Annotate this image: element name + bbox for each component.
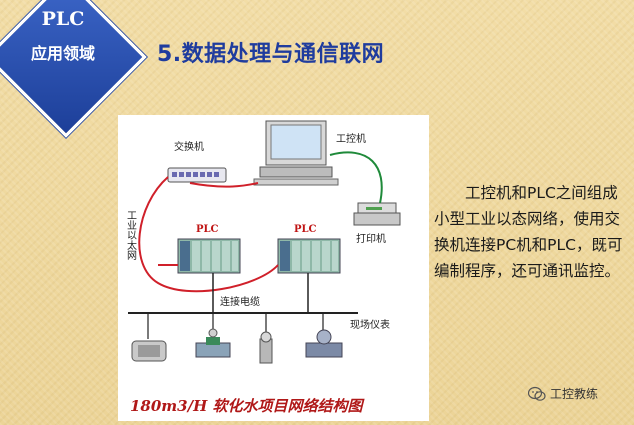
switch-ipc-line <box>189 182 259 188</box>
switch-label: 交换机 <box>174 140 204 153</box>
ethernet-line <box>138 176 279 293</box>
cable-label: 连接电缆 <box>220 295 260 308</box>
plc-1-label: PLC <box>196 224 219 235</box>
watermark-text: 工控教练 <box>550 387 599 401</box>
field-label: 现场仪表 <box>350 318 390 331</box>
instrument-valve <box>305 329 343 358</box>
plc-1-device <box>177 238 241 274</box>
printer-label: 打印机 <box>356 232 386 245</box>
badge-plc-text: PLC <box>41 8 85 30</box>
ipc-label: 工控机 <box>336 132 366 145</box>
ethernet-label: 工业以太网 <box>125 210 137 261</box>
printer-line <box>329 151 383 204</box>
printer-device <box>353 202 401 226</box>
network-diagram-svg: 交换机 工控机 打印机 工业以太网 PLC <box>125 120 401 364</box>
description-text: 工控机和PLC之间组成小型工业以态网络，使用交换机连接PC机和PLC，既可编制程… <box>434 184 623 280</box>
instrument-pressure <box>259 331 273 364</box>
instrument-flowmeter <box>195 328 231 358</box>
wechat-icon <box>528 386 546 401</box>
plc-2-label: PLC <box>294 224 317 235</box>
badge-label: PLC 应用领域 <box>0 8 126 64</box>
watermark: 工控教练 <box>528 385 598 402</box>
diagram-caption: 180m3/H 软化水项目网络结构图 <box>130 397 363 415</box>
badge-field-text: 应用领域 <box>30 44 95 63</box>
ipc-device <box>253 120 339 186</box>
instrument-motor <box>131 340 167 362</box>
network-diagram: 交换机 工控机 打印机 工业以太网 PLC <box>118 115 429 421</box>
page-title: 5.数据处理与通信联网 <box>157 42 385 67</box>
switch-device <box>167 167 227 183</box>
plc-2-device <box>277 238 341 274</box>
